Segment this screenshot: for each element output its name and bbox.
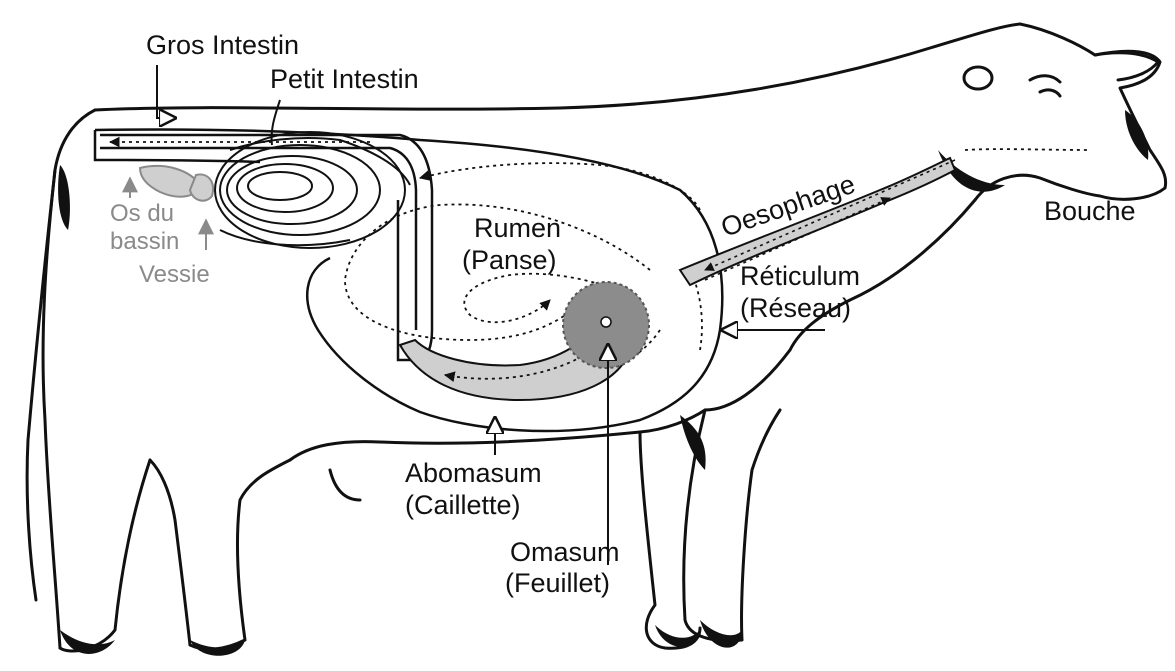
- bladder-pelvis: [140, 166, 213, 201]
- label-petit-intestin: Petit Intestin: [270, 64, 419, 94]
- label-vessie: Vessie: [139, 261, 210, 288]
- label-bouche: Bouche: [1044, 196, 1136, 226]
- omasum-organ: [563, 282, 649, 368]
- label-reticulum: Réticulum: [740, 261, 860, 291]
- label-feuillet: (Feuillet): [505, 568, 610, 598]
- label-rumen: Rumen: [474, 213, 561, 243]
- small-intestine: [215, 132, 410, 248]
- label-caillette: (Caillette): [405, 490, 521, 520]
- label-reseau: (Réseau): [740, 293, 851, 323]
- label-abomasum: Abomasum: [405, 458, 542, 488]
- label-gros-intestin: Gros Intestin: [146, 30, 299, 60]
- label-os-du: Os du: [110, 200, 174, 227]
- label-omasum: Omasum: [510, 537, 620, 567]
- label-panse: (Panse): [462, 245, 557, 275]
- label-bassin: bassin: [110, 228, 179, 255]
